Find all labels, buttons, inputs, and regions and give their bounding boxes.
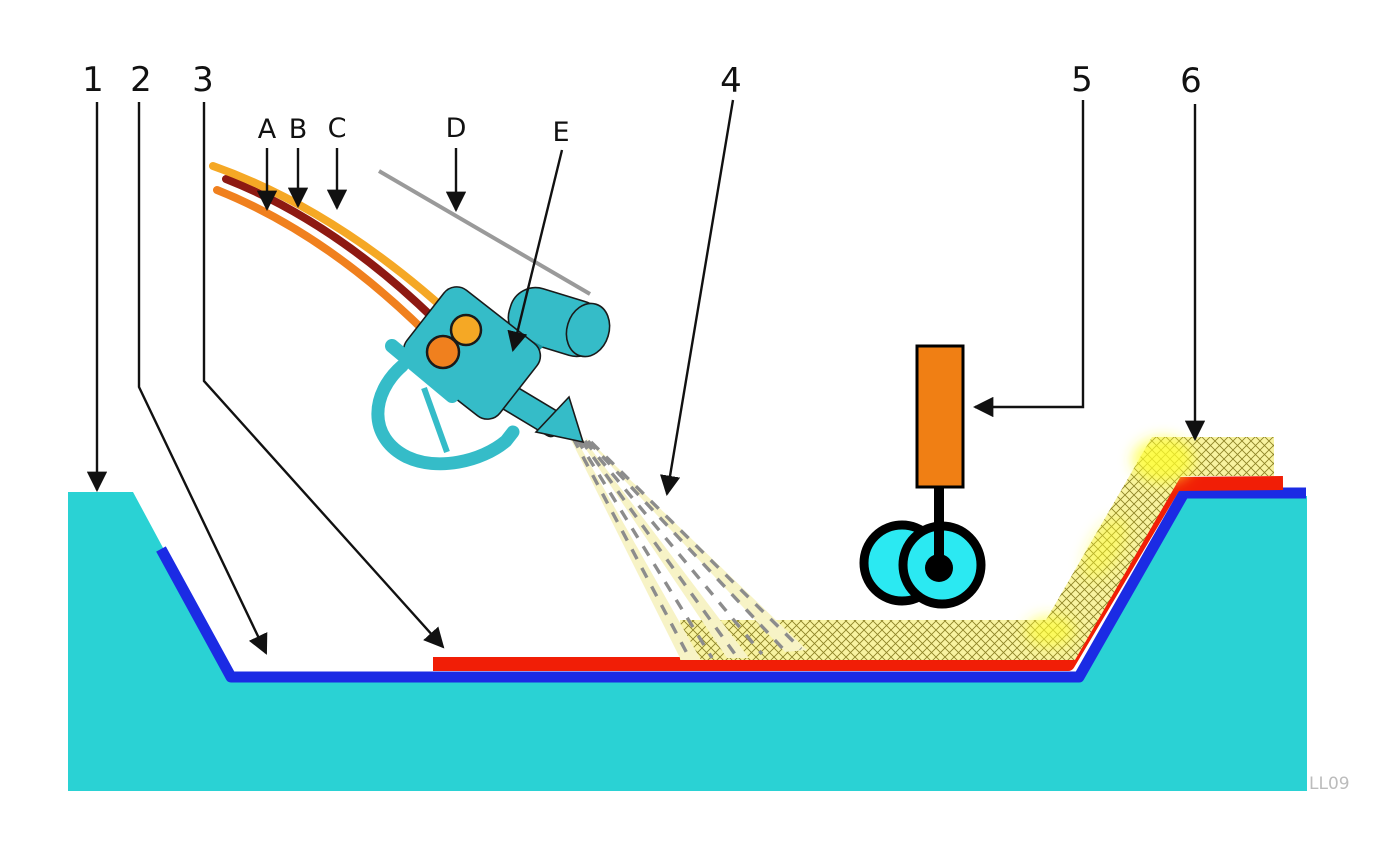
gun-motor-endcap xyxy=(565,302,611,358)
leader-line-3 xyxy=(202,102,445,649)
supply-hoses xyxy=(209,162,467,355)
leader-line-5 xyxy=(972,100,1085,418)
gun-handle-loop xyxy=(371,359,520,471)
leader-line-2 xyxy=(137,102,268,655)
spray-glow xyxy=(1026,438,1193,646)
label-6: 6 xyxy=(1180,61,1202,101)
label-a: A xyxy=(258,114,277,145)
glow-bottom-bend xyxy=(1026,616,1074,646)
ground-profile xyxy=(68,492,1307,791)
gun-handle-strip xyxy=(385,339,459,403)
spray-dashes xyxy=(571,437,803,660)
label-4: 4 xyxy=(720,61,742,101)
watermark: LL09 xyxy=(1309,774,1350,794)
gun-connector-amber xyxy=(449,313,483,347)
gun-nozzle-head xyxy=(534,395,585,444)
blue-liner-layer xyxy=(156,487,1306,683)
control-cable xyxy=(377,169,592,296)
labels: 1 2 3 4 5 6 A B C D E xyxy=(82,60,1202,148)
spray-band-middle xyxy=(577,436,749,658)
label-5: 5 xyxy=(1071,60,1093,100)
glow-slope xyxy=(1083,517,1127,579)
gun-connector-orange xyxy=(425,334,461,370)
leader-line-e xyxy=(507,149,564,352)
label-b: B xyxy=(289,114,308,145)
label-c: C xyxy=(328,113,347,144)
roller-hub xyxy=(925,554,953,582)
spray-cone xyxy=(568,434,807,660)
leader-line-4 xyxy=(659,99,735,497)
spray-gun xyxy=(371,286,611,471)
roller-compactor xyxy=(859,344,986,609)
roller-shaft xyxy=(934,484,944,572)
spray-band-left xyxy=(568,434,701,660)
hose-b-maroon xyxy=(222,175,458,343)
label-2: 2 xyxy=(130,60,152,100)
label-d: D xyxy=(446,113,467,144)
hatched-protection-layer xyxy=(680,437,1274,660)
hose-c-amber xyxy=(209,162,467,330)
label-1: 1 xyxy=(82,60,104,100)
hose-a-orange xyxy=(213,186,448,355)
leader-lines xyxy=(86,99,1206,655)
glow-top-bank xyxy=(1133,438,1193,482)
gun-trigger-strip xyxy=(421,386,450,454)
roller-stanchion xyxy=(915,344,965,489)
label-3: 3 xyxy=(192,60,214,100)
label-e: E xyxy=(552,117,569,148)
